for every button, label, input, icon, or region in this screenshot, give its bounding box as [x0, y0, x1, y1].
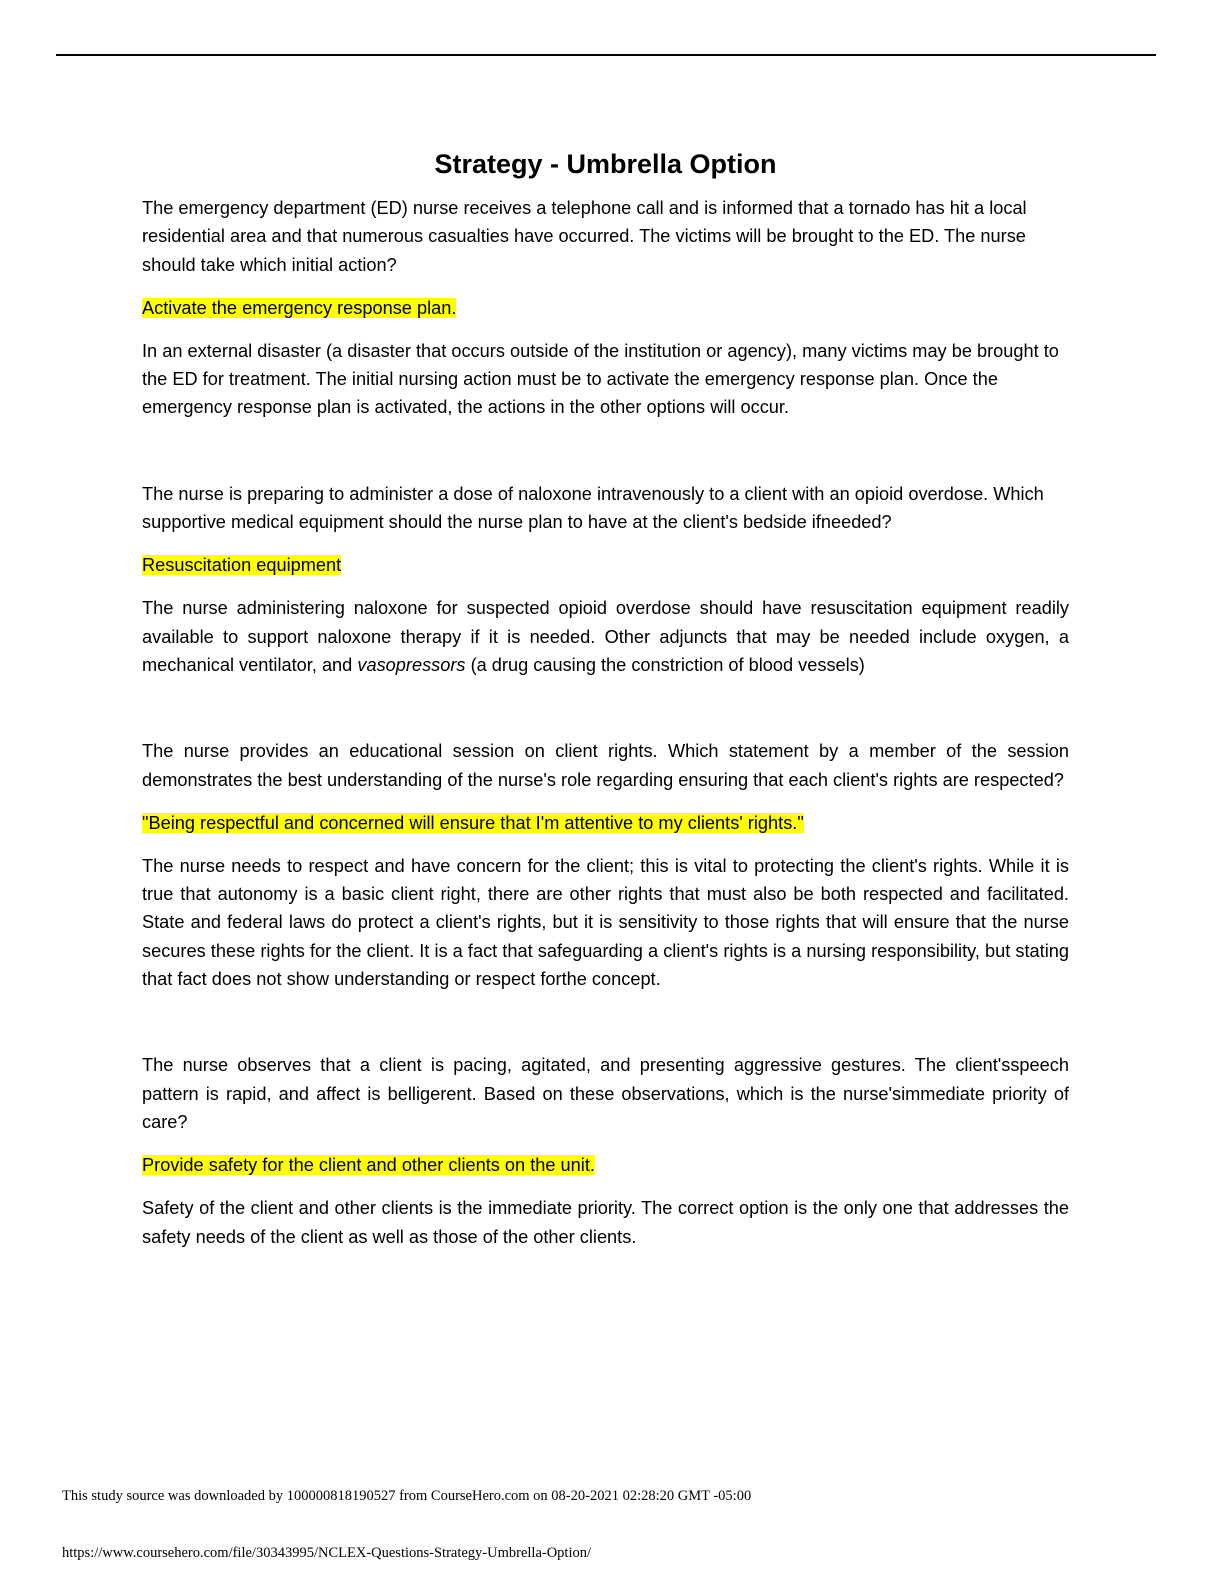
question-1-text: The emergency department (ED) nurse rece…	[142, 198, 1027, 275]
section-gap	[142, 1009, 1069, 1051]
highlighted-answer: Activate the emergency response plan.	[142, 297, 457, 318]
question-1-rationale: In an external disaster (a disaster that…	[142, 340, 1059, 418]
highlighted-answer: Resuscitation equipment	[142, 555, 342, 576]
page-title: Strategy - Umbrella Option	[434, 149, 777, 179]
rationale-italic-term: vasopressors	[357, 654, 466, 675]
question-1-answer: Activate the emergency response plan.	[142, 295, 1069, 321]
question-3-rationale: The nurse needs to respect and have conc…	[142, 855, 1069, 990]
question-4-rationale: Safety of the client and other clients i…	[142, 1198, 1069, 1247]
question-2-answer: Resuscitation equipment	[142, 552, 1069, 578]
source-url-link[interactable]: https://www.coursehero.com/file/30343995…	[62, 1545, 592, 1561]
highlighted-answer: "Being respectful and concerned will ens…	[142, 812, 804, 833]
rationale-text: (a drug causing the constriction of bloo…	[465, 654, 865, 675]
top-divider	[56, 54, 1156, 56]
question-3-answer: "Being respectful and concerned will ens…	[142, 810, 1069, 836]
question-3-text: The nurse provides an educational sessio…	[142, 741, 1069, 790]
question-4-answer: Provide safety for the client and other …	[142, 1152, 1069, 1178]
question-4-text: The nurse observes that a client is paci…	[142, 1055, 1069, 1132]
question-2-text: The nurse is preparing to administer a d…	[142, 483, 1044, 533]
section-gap	[142, 695, 1069, 737]
highlighted-answer: Provide safety for the client and other …	[142, 1155, 595, 1176]
section-gap	[142, 438, 1069, 480]
question-2-rationale: The nurse administering naloxone for sus…	[142, 594, 1069, 679]
rationale-text: The nurse administering naloxone for sus…	[142, 598, 1069, 675]
document-body: Strategy - Umbrella Option The emergency…	[142, 146, 1069, 1267]
download-notice: This study source was downloaded by 1000…	[62, 1488, 752, 1504]
